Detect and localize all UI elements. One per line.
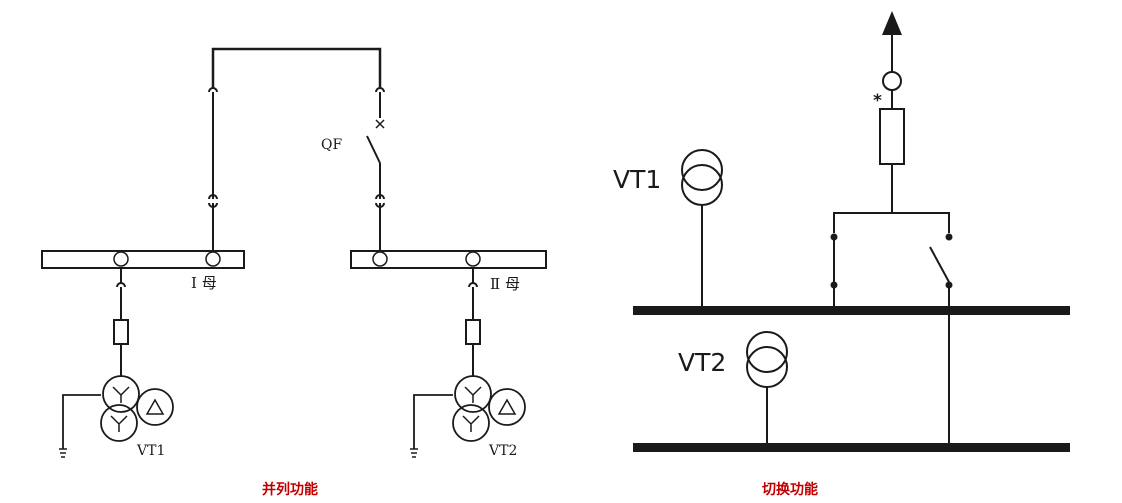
- busbar-upper: [633, 306, 1070, 315]
- breaker-qf-cross-b: [375, 119, 385, 129]
- switch-top-connector: [833, 212, 950, 233]
- vt1-label-left: VT1: [136, 443, 165, 459]
- output-impedance-box: [879, 108, 905, 165]
- switching-function-caption: 切换功能: [762, 481, 818, 498]
- right-tie-branch: [366, 87, 385, 251]
- parallel-function-diagram: [41, 47, 547, 458]
- vt1-branch-left: [59, 268, 174, 458]
- vt2-branch-left: [410, 268, 526, 458]
- breaker-qf-blade: [366, 135, 381, 164]
- output-ct-circle: [882, 71, 902, 91]
- bus-1-ct-1: [113, 251, 129, 267]
- bus-2-label: Ⅱ 母: [490, 275, 520, 293]
- bus-1-bar: [41, 250, 245, 269]
- switch-left-closed: [830, 233, 838, 306]
- parallel-function-caption: 并列功能: [262, 481, 318, 498]
- left-tie-branch: [208, 87, 218, 251]
- polarity-mark: *: [873, 91, 882, 111]
- fuse-vt1: [113, 319, 129, 345]
- bus-1-ct-2: [205, 251, 221, 267]
- switching-function-diagram: [633, 11, 1070, 452]
- bus-2-ct-2: [465, 251, 481, 267]
- switch-right-blade: [929, 246, 950, 283]
- output-arrow-icon: [882, 11, 902, 35]
- bus-2-ct-1: [372, 251, 388, 267]
- breaker-qf-label: QF: [321, 137, 342, 153]
- vt2-transformer-symbol: [452, 375, 526, 442]
- vt1-transformer-symbol: [100, 375, 174, 442]
- vt1-label-right: VT1: [613, 165, 661, 194]
- busbar-lower: [633, 443, 1070, 452]
- vt2-label-left: VT2: [488, 443, 517, 459]
- vt2-label-right: VT2: [678, 348, 726, 377]
- vt1-symbol-right: [681, 149, 723, 306]
- vt2-symbol-right: [746, 331, 788, 443]
- bus-2-bar: [350, 250, 547, 269]
- fuse-vt2: [465, 319, 481, 345]
- switch-right-open: [929, 233, 953, 443]
- bus-tie-top-line: [211, 47, 382, 88]
- bus-1-label: Ⅰ 母: [191, 274, 217, 292]
